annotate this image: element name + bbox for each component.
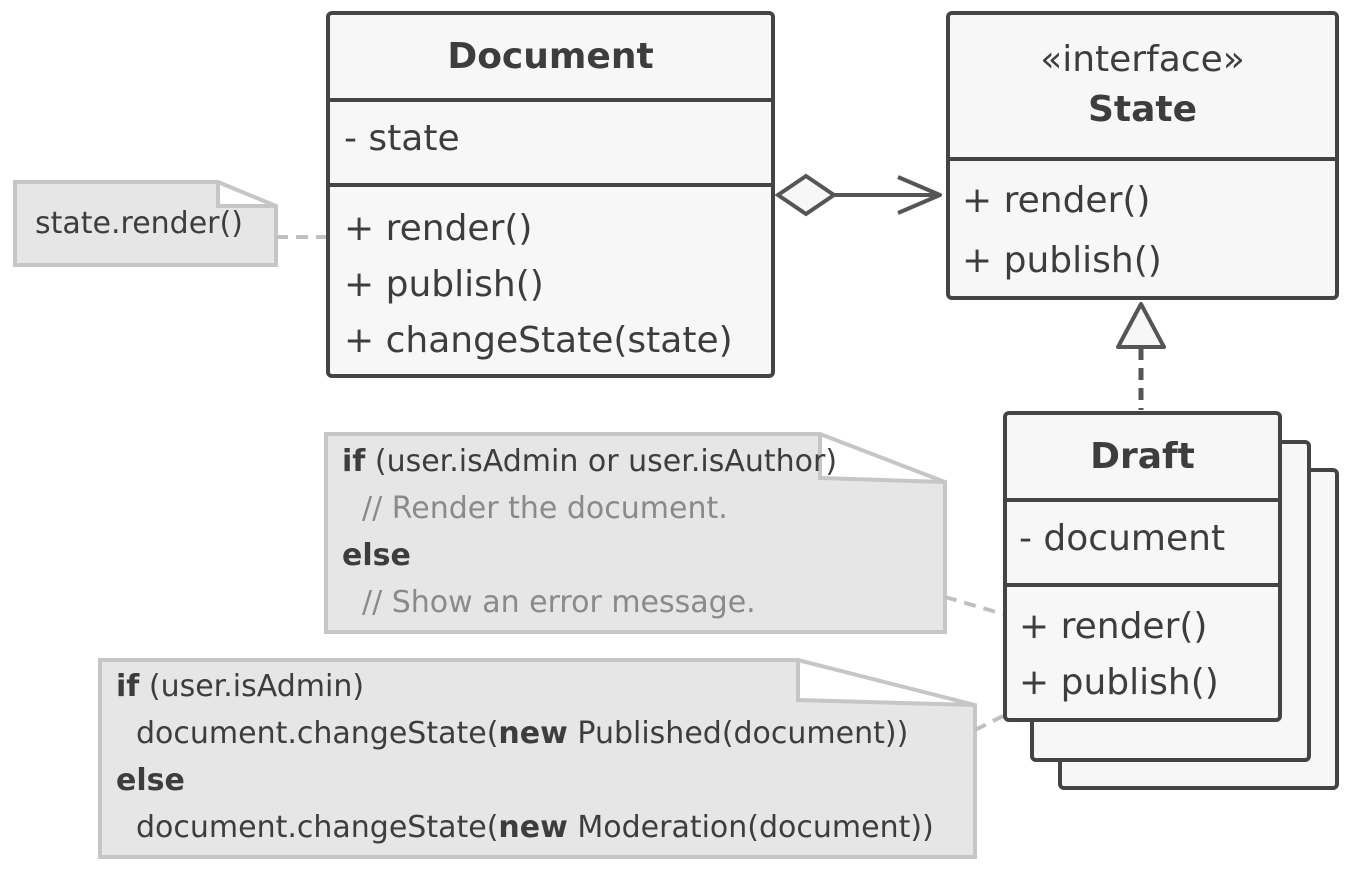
draft-field-document: - document <box>1019 518 1226 559</box>
keyword-else: else <box>116 763 185 798</box>
note-draft-render-line-1: if (user.isAdmin or user.isAuthor) <box>342 444 838 479</box>
document-class-header: Document <box>330 15 771 98</box>
state-interface-methods: + render() + publish() <box>950 157 1335 291</box>
note-draft-publish-outline <box>98 658 977 859</box>
draft-class-fields: - document <box>1007 498 1278 583</box>
note-draft-render-line-3: else <box>342 532 943 579</box>
realization-triangle <box>1116 302 1166 349</box>
draft-method-publish: + publish() <box>1019 662 1219 703</box>
document-class-fields: - state <box>330 98 771 183</box>
state-interface[interactable]: «interface» State + render() + publish() <box>946 11 1339 300</box>
note-draft-render: if (user.isAdmin or user.isAuthor) // Re… <box>328 438 943 630</box>
document-method-render: + render() <box>344 208 533 249</box>
note-render-text: state.render() <box>35 206 243 241</box>
aggregation-diamond <box>774 173 838 217</box>
note-draft-publish-line-2: document.changeState(new Published(docum… <box>136 716 909 751</box>
draft-class-name: Draft <box>1090 436 1195 477</box>
keyword-new: new <box>498 716 568 751</box>
state-interface-name: State <box>1087 89 1198 130</box>
state-method-publish: + publish() <box>962 240 1162 281</box>
note-render: state.render() <box>17 184 274 263</box>
note-draft-publish-line-3: else <box>116 757 973 804</box>
draft-class[interactable]: Draft - document + render() + publish() <box>1003 411 1282 722</box>
document-class[interactable]: Document - state + render() + publish() … <box>326 11 775 378</box>
state-interface-stereotype: «interface» <box>1040 39 1245 80</box>
note-draft-publish: if (user.isAdmin) document.changeState(n… <box>102 663 973 855</box>
note-draft-publish-line-4: document.changeState(new Moderation(docu… <box>136 810 934 845</box>
note-draft-render-connector <box>944 595 1004 616</box>
state-interface-header: «interface» State <box>950 15 1335 157</box>
document-method-changestate: + changeState(state) <box>344 320 733 361</box>
draft-class-header: Draft <box>1007 415 1278 498</box>
keyword-if: if <box>342 444 366 479</box>
document-class-methods: + render() + publish() + changeState(sta… <box>330 183 771 369</box>
note-draft-render-line-4: // Show an error message. <box>362 585 756 620</box>
keyword-else: else <box>342 538 411 573</box>
keyword-new: new <box>498 810 568 845</box>
document-class-name: Document <box>447 36 654 77</box>
note-draft-publish-connector <box>974 714 1004 732</box>
state-method-render: + render() <box>962 180 1151 221</box>
keyword-if: if <box>116 669 140 704</box>
aggregation-arrowhead <box>897 175 942 215</box>
draft-method-render: + render() <box>1019 606 1208 647</box>
note-draft-render-outline <box>324 432 947 634</box>
draft-class-methods: + render() + publish() <box>1007 583 1278 711</box>
document-field-state: - state <box>344 118 460 159</box>
document-method-publish: + publish() <box>344 264 544 305</box>
note-draft-render-line-2: // Render the document. <box>362 491 728 526</box>
note-draft-publish-line-1: if (user.isAdmin) <box>116 669 365 704</box>
